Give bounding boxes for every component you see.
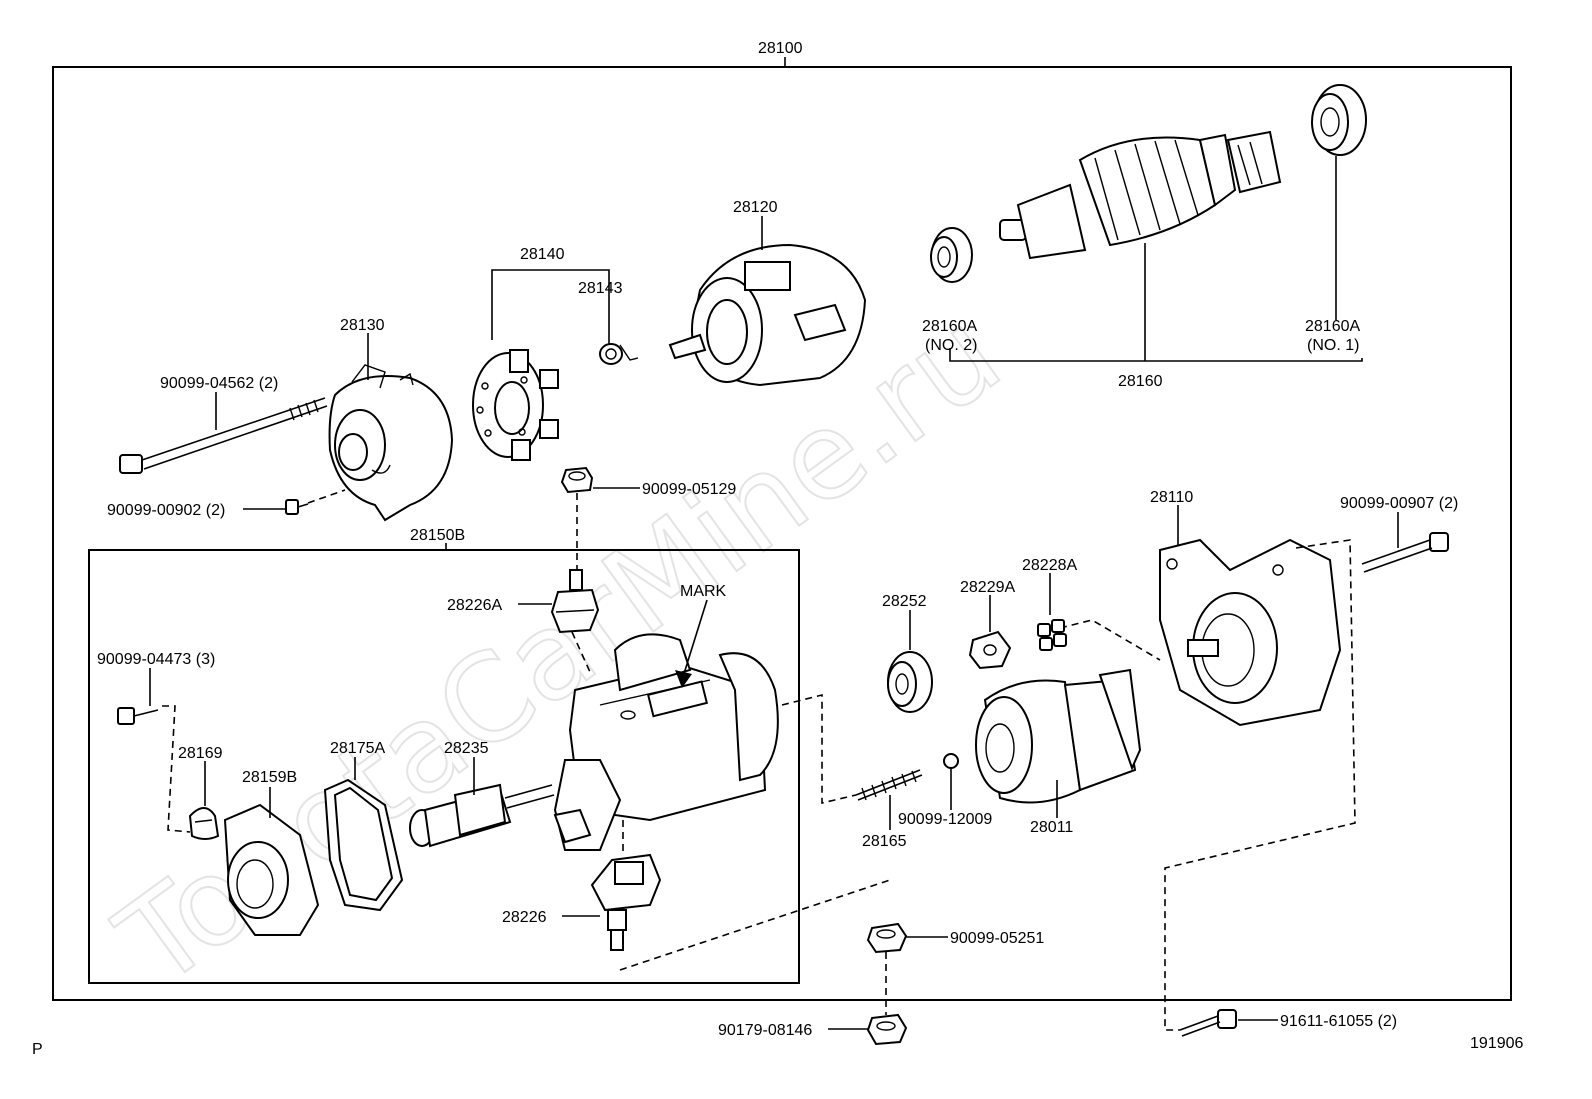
label-mark: MARK: [680, 583, 727, 600]
nut-bottom-icon: [866, 1013, 908, 1046]
label-28252: 28252: [882, 593, 927, 610]
label-28143: 28143: [578, 280, 623, 297]
label-90099-12009: 90099-12009: [898, 811, 992, 828]
label-28165: 28165: [862, 833, 907, 850]
gasket-icon: [323, 778, 404, 912]
label-90099-05129: 90099-05129: [642, 481, 736, 498]
label-28130: 28130: [340, 317, 385, 334]
label-no2-note: (NO. 2): [925, 337, 977, 354]
label-90179-08146: 90179-08146: [718, 1022, 812, 1039]
label-28160A-no1: 28160A: [1305, 318, 1360, 335]
label-28229A: 28229A: [960, 579, 1015, 596]
label-28159B: 28159B: [242, 769, 297, 786]
bottom-bolt-icon: [1179, 1009, 1237, 1037]
cover-screw-icon: [117, 707, 159, 725]
switch-assembly-frame: [88, 549, 800, 984]
label-90099-04473: 90099-04473 (3): [97, 651, 215, 668]
rollers-icon: [1037, 619, 1067, 651]
label-90099-05251: 90099-05251: [950, 930, 1044, 947]
terminal-a-icon: [550, 569, 600, 634]
through-bolt-icon: [119, 397, 328, 474]
label-no1-note: (NO. 1): [1307, 337, 1359, 354]
brush-spring-icon: [599, 343, 639, 365]
label-28100: 28100: [758, 40, 803, 57]
assembly-frame: [52, 66, 1512, 1001]
label-28226A: 28226A: [447, 597, 502, 614]
nut-mid-icon: [866, 922, 908, 954]
idle-gear-icon: [887, 651, 933, 713]
clutch-icon: [975, 668, 1142, 804]
magnetic-switch-icon: [553, 633, 779, 851]
label-28110: 28110: [1150, 489, 1193, 506]
label-28226: 28226: [502, 909, 547, 926]
label-28160A-no2: 28160A: [922, 318, 977, 335]
label-90099-04562: 90099-04562 (2): [160, 375, 278, 392]
retainer-icon: [968, 630, 1012, 670]
ball-icon: [943, 753, 959, 769]
housing-icon: [1159, 538, 1342, 727]
label-28140: 28140: [520, 246, 565, 263]
terminal-icon: [590, 853, 662, 951]
brush-holder-icon: [472, 349, 559, 461]
yoke-icon: [668, 243, 867, 387]
nut-top-icon: [560, 466, 594, 494]
spring-icon: [855, 769, 923, 801]
label-28175A: 28175A: [330, 740, 385, 757]
page-mark: P: [32, 1041, 43, 1058]
plunger-icon: [409, 783, 555, 848]
label-90099-00902: 90099-00902 (2): [107, 502, 225, 519]
figure-number: 191906: [1470, 1035, 1523, 1052]
label-28160: 28160: [1118, 373, 1163, 390]
clamp-icon: [188, 807, 220, 840]
label-28228A: 28228A: [1022, 557, 1077, 574]
label-28169: 28169: [178, 745, 223, 762]
label-28235: 28235: [444, 740, 489, 757]
end-cover-icon: [223, 803, 320, 936]
bearing-no1-icon: [1311, 84, 1367, 156]
label-91611-61055: 91611-61055 (2): [1280, 1013, 1397, 1030]
commutator-end-frame-icon: [328, 364, 454, 522]
label-90099-00907: 90099-00907 (2): [1340, 495, 1458, 512]
label-28150B: 28150B: [410, 527, 465, 544]
housing-bolt-icon: [1361, 532, 1449, 573]
armature-icon: [999, 130, 1282, 260]
label-28120: 28120: [733, 199, 778, 216]
label-28011: 28011: [1030, 819, 1073, 836]
frame-screw-icon: [285, 499, 309, 515]
bearing-no2-icon: [930, 227, 973, 283]
